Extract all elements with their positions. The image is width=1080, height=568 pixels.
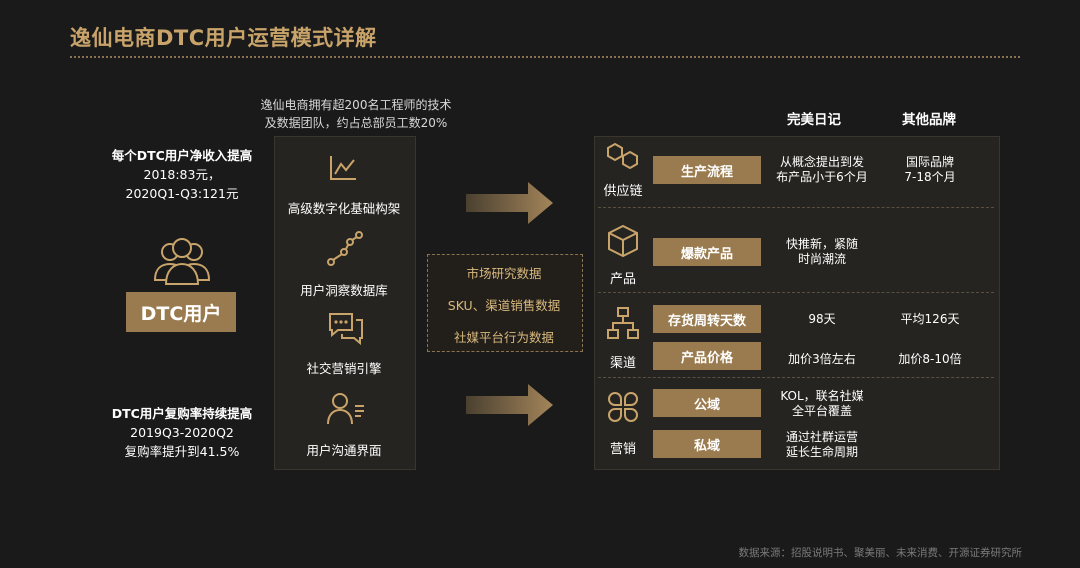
stack-label-insight-db: 用户洞察数据库 bbox=[300, 283, 388, 298]
dtc-user-box: DTC用户 bbox=[126, 292, 236, 332]
repurchase-heading: DTC用户复购率持续提高 bbox=[111, 406, 253, 421]
cell-line: 快推新，紧随 bbox=[785, 237, 858, 251]
other-brands-inventory: 平均126天 bbox=[900, 312, 960, 326]
category-channel: 渠道 bbox=[609, 356, 636, 371]
row-divider bbox=[598, 377, 994, 378]
row-label-public-domain: 公域 bbox=[653, 389, 761, 417]
page-title: 逸仙电商DTC用户运营模式详解 bbox=[70, 26, 377, 50]
cell-line: 延长生命周期 bbox=[785, 445, 858, 459]
tech-team-note-line2: 及数据团队，约占总部员工数20% bbox=[264, 116, 448, 130]
cell-line: 国际品牌 bbox=[905, 155, 954, 169]
cell-line: 通过社群运营 bbox=[785, 430, 858, 444]
source-social-behavior: 社媒平台行为数据 bbox=[453, 330, 554, 345]
column-header-other-brands: 其他品牌 bbox=[902, 112, 956, 128]
clover-icon bbox=[608, 392, 638, 422]
net-revenue-line2: 2020Q1-Q3:121元 bbox=[125, 186, 239, 201]
stack-label-interface: 用户沟通界面 bbox=[306, 443, 382, 458]
perfect-diary-public-domain: KOL，联名社媒 全平台覆盖 bbox=[766, 389, 878, 419]
org-chart-icon bbox=[607, 307, 639, 339]
title-divider bbox=[70, 56, 1020, 58]
cell-line: 全平台覆盖 bbox=[791, 404, 852, 418]
cell-line: 时尚潮流 bbox=[797, 252, 846, 266]
repurchase-block: DTC用户复购率持续提高 2019Q3-2020Q2 复购率提升到41.5% bbox=[104, 404, 260, 461]
data-sources-box bbox=[427, 254, 583, 352]
chat-bubbles-icon bbox=[329, 313, 363, 346]
perfect-diary-private-domain: 通过社群运营 延长生命周期 bbox=[766, 430, 878, 460]
net-revenue-heading: 每个DTC用户净收入提高 bbox=[111, 148, 253, 163]
row-divider bbox=[598, 207, 994, 208]
row-label-inventory: 存货周转天数 bbox=[653, 305, 761, 333]
row-label-price: 产品价格 bbox=[653, 342, 761, 370]
category-product: 产品 bbox=[609, 272, 636, 287]
perfect-diary-hit-product: 快推新，紧随 时尚潮流 bbox=[766, 237, 878, 267]
cell-line: KOL，联名社媒 bbox=[780, 389, 864, 403]
repurchase-line2: 复购率提升到41.5% bbox=[124, 444, 240, 459]
stack-label-infrastructure: 高级数字化基础构架 bbox=[287, 201, 401, 216]
perfect-diary-production: 从概念提出到发 布产品小于6个月 bbox=[766, 155, 878, 185]
user-group-icon bbox=[153, 238, 211, 285]
chart-line-icon bbox=[330, 156, 356, 180]
source-sku-channel: SKU、渠道销售数据 bbox=[447, 298, 561, 313]
repurchase-line1: 2019Q3-2020Q2 bbox=[130, 425, 234, 440]
cell-line: 7-18个月 bbox=[904, 170, 956, 184]
perfect-diary-price: 加价3倍左右 bbox=[788, 352, 856, 366]
column-header-perfect-diary: 完美日记 bbox=[787, 112, 841, 128]
row-label-hit-product: 爆款产品 bbox=[653, 238, 761, 266]
perfect-diary-inventory: 98天 bbox=[808, 312, 836, 326]
arrow-right-icon bbox=[466, 384, 553, 426]
tech-team-note: 逸仙电商拥有超200名工程师的技术 及数据团队，约占总部员工数20% bbox=[230, 96, 482, 132]
hexagons-icon bbox=[607, 142, 638, 170]
net-revenue-line1: 2018:83元， bbox=[143, 167, 221, 182]
tech-stack-panel bbox=[274, 136, 416, 470]
data-source-footer: 数据来源：招股说明书、聚美丽、未来消费、开源证券研究所 bbox=[738, 547, 1023, 559]
cube-icon bbox=[608, 224, 638, 258]
category-supply-chain: 供应链 bbox=[603, 184, 643, 199]
other-brands-production: 国际品牌 7-18个月 bbox=[882, 155, 978, 185]
network-nodes-icon bbox=[327, 231, 363, 266]
category-marketing: 营销 bbox=[609, 442, 636, 457]
stack-label-social-engine: 社交营销引擎 bbox=[306, 361, 382, 376]
user-profile-icon bbox=[327, 393, 364, 425]
row-label-private-domain: 私域 bbox=[653, 430, 761, 458]
row-label-production: 生产流程 bbox=[653, 156, 761, 184]
tech-team-note-line1: 逸仙电商拥有超200名工程师的技术 bbox=[260, 98, 452, 112]
arrow-right-icon bbox=[466, 182, 553, 224]
cell-line: 布产品小于6个月 bbox=[776, 170, 868, 184]
row-divider bbox=[598, 292, 994, 293]
other-brands-price: 加价8-10倍 bbox=[898, 352, 962, 366]
comparison-panel bbox=[594, 136, 1000, 470]
net-revenue-block: 每个DTC用户净收入提高 2018:83元， 2020Q1-Q3:121元 bbox=[104, 146, 260, 203]
cell-line: 从概念提出到发 bbox=[779, 155, 864, 169]
source-market-research: 市场研究数据 bbox=[466, 266, 542, 281]
